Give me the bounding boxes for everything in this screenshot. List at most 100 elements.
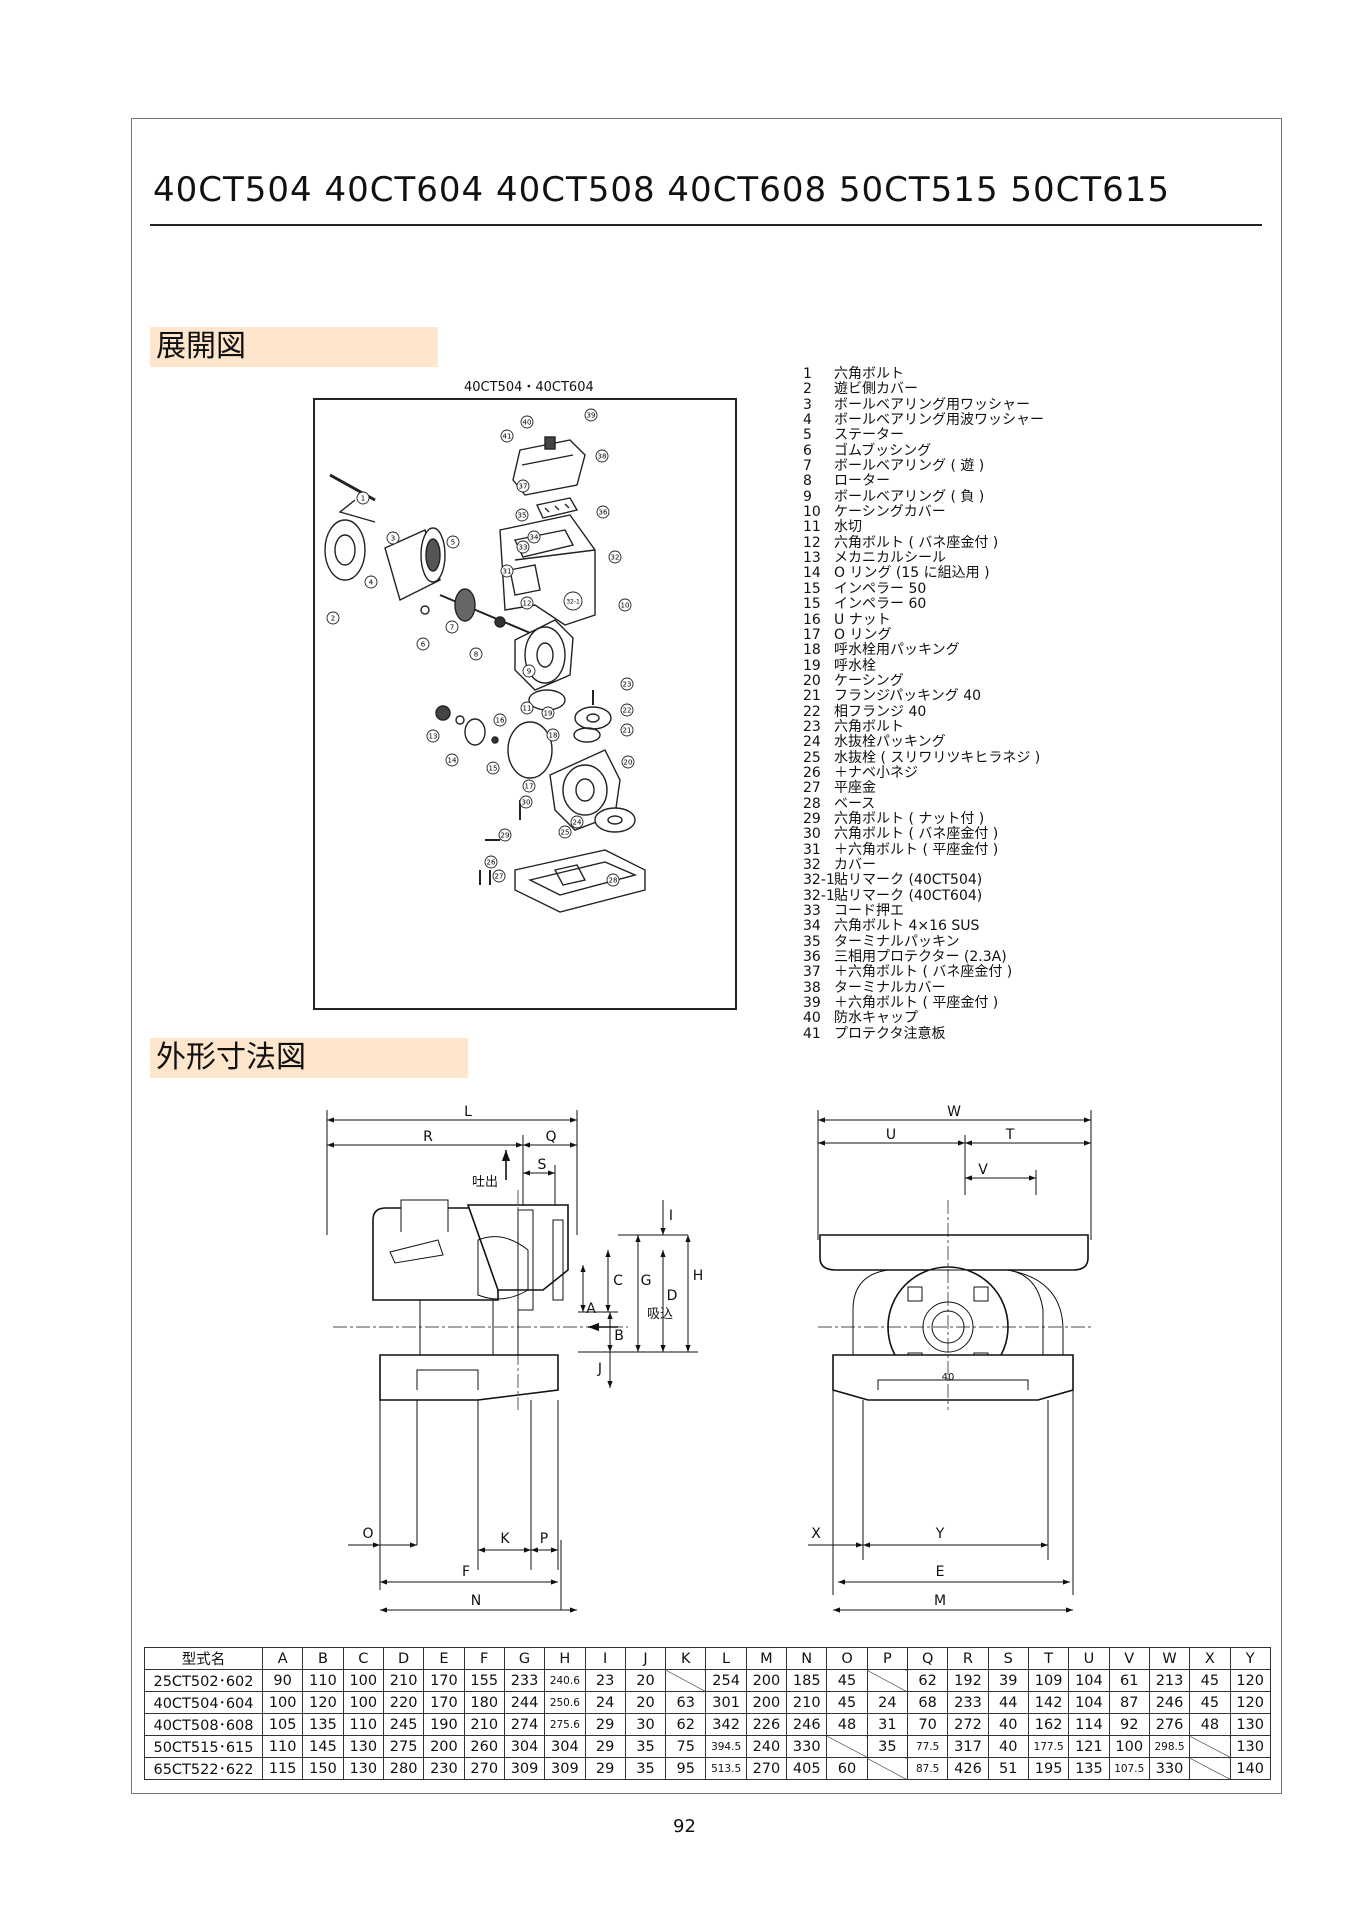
spec-header-cell: L	[705, 1647, 747, 1670]
spec-value-cell: 210	[463, 1713, 505, 1736]
spec-value-cell: 200	[745, 1669, 788, 1692]
title-rule	[150, 224, 1262, 226]
spec-header-cell: J	[624, 1647, 667, 1670]
part-number: 28	[803, 795, 821, 812]
callout-40: 40	[520, 415, 534, 429]
spec-value-cell: 30	[624, 1713, 667, 1736]
part-name: 六角ボルト ( ナット付 )	[834, 810, 985, 827]
spec-value-cell: 62	[906, 1669, 949, 1692]
callout-30: 30	[519, 795, 533, 809]
part-name: O リング (15 に組込用 )	[834, 565, 990, 582]
part-number: 31	[803, 841, 821, 858]
spec-value-cell: 100	[1108, 1735, 1150, 1758]
spec-header-cell: X	[1189, 1647, 1231, 1670]
spec-value-cell: 213	[1148, 1669, 1191, 1692]
dim-label-N: N	[471, 1593, 481, 1609]
spec-value-cell: 23	[584, 1669, 626, 1692]
spec-header-cell: C	[342, 1647, 384, 1670]
part-number: 19	[803, 657, 821, 674]
spec-header-cell: W	[1148, 1647, 1191, 1670]
spec-value-cell: 155	[463, 1669, 505, 1692]
callout-36: 36	[596, 505, 610, 519]
part-number: 35	[803, 933, 821, 950]
spec-value-cell	[665, 1669, 707, 1692]
spec-value-cell: 405	[786, 1757, 828, 1780]
spec-value-cell: 330	[1148, 1757, 1191, 1780]
spec-header-cell: B	[302, 1647, 344, 1670]
spec-value-cell: 104	[1068, 1691, 1110, 1714]
dim-label-T: T	[1005, 1127, 1015, 1143]
callout-label: 14	[448, 757, 457, 765]
part-number: 10	[803, 504, 821, 521]
callout-label: 36	[599, 509, 608, 517]
spec-value-cell	[866, 1669, 909, 1692]
callout-28: 28	[606, 873, 620, 887]
spec-value-cell: 180	[463, 1691, 505, 1714]
callout-8: 8	[469, 647, 483, 661]
spec-value-cell: 45	[826, 1669, 868, 1692]
spec-value-cell: 330	[786, 1735, 828, 1758]
spec-value-cell: 45	[826, 1691, 868, 1714]
callout-label: 34	[530, 534, 539, 542]
page-title: 40CT504 40CT604 40CT508 40CT608 50CT515 …	[153, 170, 1171, 210]
dim-label-B: B	[614, 1328, 624, 1344]
callout-29: 29	[498, 828, 512, 842]
spec-value-cell: 130	[1229, 1735, 1271, 1758]
spec-value-cell: 121	[1068, 1735, 1110, 1758]
part-number: 9	[803, 488, 812, 505]
callout-26: 26	[484, 855, 498, 869]
part-item: 32-1貼リマーク (40CT504)	[803, 872, 1263, 888]
dim-label-I: I	[669, 1208, 673, 1224]
spec-value-cell: 130	[342, 1757, 384, 1780]
dim-label-P: P	[540, 1531, 548, 1547]
spec-header-cell: T	[1027, 1647, 1070, 1670]
spec-value-cell: 20	[624, 1691, 667, 1714]
spec-value-cell: 394.5	[705, 1735, 747, 1758]
spec-header-cell: I	[584, 1647, 626, 1670]
spec-header-cell: R	[947, 1647, 989, 1670]
spec-value-cell: 29	[584, 1713, 626, 1736]
part-number: 32	[803, 857, 821, 873]
spec-value-cell: 426	[947, 1757, 989, 1780]
part-name: 遊ビ側カバー	[834, 381, 918, 398]
spec-value-cell: 24	[584, 1691, 626, 1714]
spec-value-cell: 304	[503, 1735, 546, 1758]
spec-value-cell: 246	[786, 1713, 828, 1736]
spec-header-cell: D	[382, 1647, 425, 1670]
spec-value-cell: 110	[342, 1713, 384, 1736]
spec-value-cell: 276	[1148, 1713, 1191, 1736]
callout-label: 18	[549, 732, 558, 740]
spec-value-cell: 45	[1189, 1691, 1231, 1714]
callout-label: 35	[518, 512, 527, 520]
part-number: 15	[803, 580, 821, 597]
dim-label-C: C	[613, 1273, 623, 1289]
spec-value-cell: 110	[302, 1669, 344, 1692]
callout-label: 29	[501, 832, 510, 840]
spec-value-cell: 230	[423, 1757, 465, 1780]
callout-20: 20	[621, 755, 635, 769]
part-name: ターミナルパッキン	[834, 933, 960, 950]
spec-value-cell: 87.5	[906, 1757, 949, 1780]
spec-header-cell: O	[826, 1647, 868, 1670]
dim-label-Y: Y	[935, 1526, 945, 1542]
callout-4: 4	[364, 575, 378, 589]
spec-value-cell: 29	[584, 1735, 626, 1758]
spec-value-cell: 130	[342, 1735, 384, 1758]
part-name: ＋六角ボルト ( 平座金付 )	[834, 841, 999, 858]
dim-label-E: E	[936, 1564, 945, 1580]
part-number: 18	[803, 642, 821, 659]
part-number: 21	[803, 688, 821, 705]
part-name: ＋六角ボルト ( バネ座金付 )	[834, 964, 1013, 981]
spec-value-cell: 210	[786, 1691, 828, 1714]
part-item: 26＋ナベ小ネジ	[803, 765, 1263, 781]
